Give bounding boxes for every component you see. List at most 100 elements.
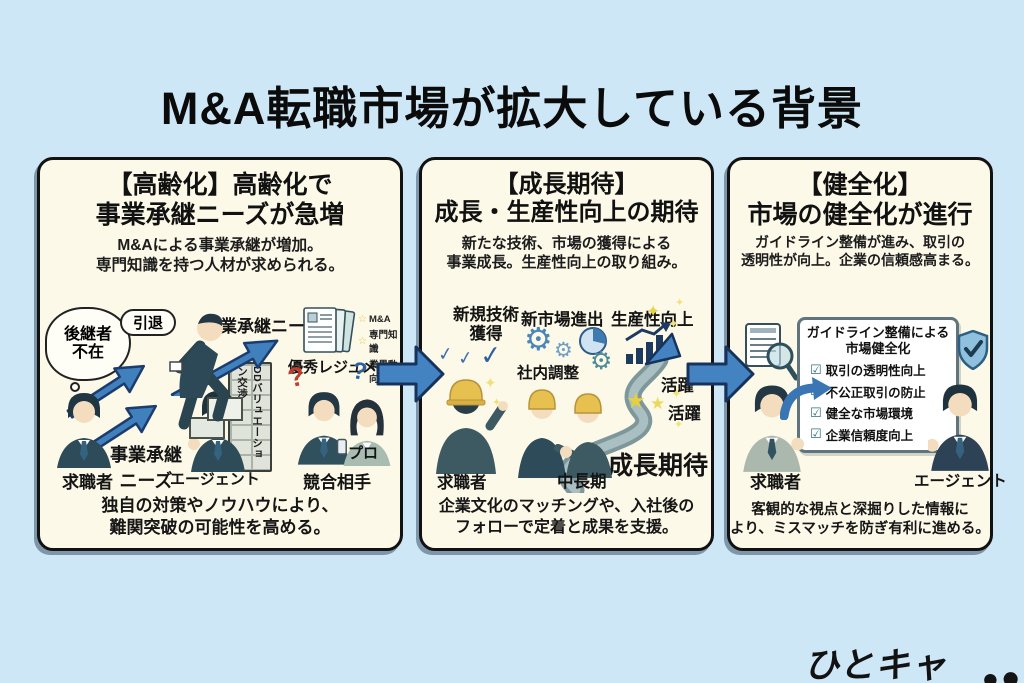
- needs-label-line: ニーズ: [119, 471, 173, 491]
- board-title-line: ガイドライン整備による: [806, 325, 950, 340]
- star-icon: ☆: [358, 314, 367, 325]
- resume-highlight-label: M&A: [368, 314, 391, 325]
- person-jobseeker: [743, 385, 804, 472]
- brand-logo-text: ひとキャリ: [802, 646, 954, 683]
- midterm-label: 中長期: [557, 473, 607, 491]
- guideline-check-item: ☑ 健全な市場環境: [810, 403, 956, 422]
- thought-bubble-dot: [70, 382, 80, 392]
- panel-subtitle-line: 事業成長。生産性向上の取り組み。: [446, 254, 687, 272]
- speech-bubble-label: 引退: [132, 315, 163, 332]
- panel-growth-footer: 企業文化のマッチングや、入社後の フォローで定着と成果を支援。: [422, 497, 711, 539]
- succession-needs-bottom-label: 事業承継 ニーズ: [110, 441, 182, 493]
- document-magnifier-icon: [745, 323, 798, 381]
- gear-icon: ⚙: [590, 347, 613, 375]
- excellent-resume-label: 優秀レジュメ: [288, 359, 377, 376]
- panel-aging-title: 【高齢化】高齢化で 事業承継ニーズが急増: [40, 171, 400, 230]
- agent-label: エージェント: [170, 471, 260, 488]
- climbing-person-illustration: [169, 313, 243, 439]
- panel-subtitle-line: 新たな技術、市場の獲得による: [461, 235, 672, 252]
- person-jobseeker: [57, 393, 111, 468]
- person-competitor-man: [297, 392, 351, 465]
- resume-highlight-item: ☆ M&A: [358, 314, 400, 325]
- pie-chart-icon: [579, 327, 607, 355]
- guideline-check-label: 企業信頼度向上: [825, 428, 914, 443]
- internal-adjustment-label: 社内調整: [517, 365, 580, 382]
- panel-footer-line: 独自の対策やノウハウにより、: [101, 495, 339, 515]
- panel-growth-title: 【成長期待】 成長・生産性向上の期待: [422, 171, 711, 228]
- panel-growth: 【成長期待】 成長・生産性向上の期待 新たな技術、市場の獲得による 事業成長。生…: [419, 157, 714, 551]
- panel-title-line: 成長・生産性向上の期待: [434, 199, 699, 227]
- resume-highlight-item: ☆ 専門知識: [358, 327, 400, 355]
- guideline-check-item: ☑ 企業信頼度向上: [810, 425, 956, 444]
- resume-highlight-label: 専門知識: [368, 330, 398, 355]
- panel-title-line: 市場の健全化が進行: [747, 200, 973, 229]
- panel-aging: 【高齢化】高齢化で 事業承継ニーズが急増 M&Aによる事業承継が増加。 専門知識…: [37, 157, 403, 551]
- panel-title-line: 【高齢化】高齢化で: [107, 171, 333, 199]
- agent-label: エージェント: [914, 473, 1007, 490]
- panel-soundness-footer: 客観的な視点と深掘りした情報に より、ミスマッチを防ぎ有利に進める。: [730, 501, 990, 539]
- panel-subtitle-line: ガイドライン整備が進み、取引の: [755, 234, 965, 250]
- thought-bubble-no-successor: 後継者 不在: [45, 307, 131, 381]
- board-title-line: 市場健全化: [845, 340, 911, 356]
- panel-title-line: 【成長期待】: [494, 171, 639, 198]
- person-agent: [928, 384, 989, 471]
- star-icon: ✦: [674, 419, 684, 431]
- panel-subtitle-line: 透明性が向上。企業の信頼感高まる。: [741, 251, 979, 268]
- page-title: M&A転職市場が拡大している背景: [160, 83, 864, 134]
- guideline-checklist: ☑ 取引の透明性向上 ☑ 不公正取引の防止 ☑ 健全な市場環境 ☑ 企業信頼度向…: [810, 360, 956, 444]
- guideline-check-item: ☑ 取引の透明性向上: [810, 360, 956, 379]
- succession-needs-top-label: 事業承継ニーズ: [203, 317, 322, 336]
- new-tech-line: 新規技術: [453, 306, 519, 324]
- guideline-check-label: 不公正取引の防止: [825, 385, 926, 400]
- person-competitor-woman: [343, 399, 391, 466]
- speech-bubble-retire: 引退: [120, 309, 176, 336]
- competitor-label: 競合相手: [303, 473, 371, 492]
- guideline-board: ガイドライン整備による 市場健全化 ☑ 取引の透明性向上 ☑ 不公正取引の防止 …: [797, 317, 959, 453]
- panel-aging-subtitle: M&Aによる事業承継が増加。 専門知識を持つ人材が求められる。: [40, 236, 400, 276]
- checkbox-checked-icon: ☑: [810, 361, 822, 377]
- star-icon: ☆: [358, 335, 367, 347]
- new-market-label: 新市場進出: [521, 311, 604, 329]
- pro-label: プロ: [348, 445, 379, 462]
- panel-footer-line: 難関突破の可能性を高める。: [109, 517, 331, 537]
- thought-bubble-line: 後継者: [63, 325, 112, 343]
- brand-logo: ひとキャリ: [802, 637, 1024, 683]
- guideline-check-label: 健全な市場環境: [825, 407, 914, 422]
- flow-arrow-1-icon: [376, 342, 446, 406]
- guideline-check-label: 取引の透明性向上: [825, 364, 926, 379]
- persons-workers-handshake: [518, 389, 612, 478]
- jobseeker-label: 求職者: [437, 474, 487, 492]
- wall-vertical-label: DDバリュエーション交渉: [236, 366, 263, 460]
- active-label: 活躍: [661, 377, 694, 395]
- star-icon: ✦: [646, 302, 661, 321]
- person-worker-jobseeker: [436, 379, 508, 474]
- star-icon: ☆: [358, 365, 367, 377]
- panel-subtitle-line: 専門知識を持つ人材が求められる。: [95, 256, 344, 274]
- panel-footer-line: より、ミスマッチを防ぎ有利に進める。: [730, 521, 990, 538]
- panel-aging-footer: 独自の対策やノウハウにより、 難関突破の可能性を高める。: [40, 495, 400, 539]
- panel-soundness: 【健全化】 市場の健全化が進行 ガイドライン整備が進み、取引の 透明性が向上。企…: [727, 157, 1007, 551]
- checkbox-checked-icon: ☑: [810, 404, 822, 420]
- star-icon: ✦: [668, 316, 679, 331]
- shield-check-icon: [957, 330, 989, 370]
- star-icon: ★: [626, 388, 646, 413]
- curved-arrow-icon: [780, 377, 832, 420]
- star-icon: ✦: [671, 386, 682, 401]
- check-icon: ✓: [456, 347, 475, 369]
- board-title: ガイドライン整備による 市場健全化: [800, 325, 956, 356]
- new-tech-label: 新規技術 獲得: [432, 306, 540, 344]
- panel-growth-subtitle: 新たな技術、市場の獲得による 事業成長。生産性向上の取り組み。: [422, 234, 711, 272]
- panel-title-line: 【健全化】: [797, 171, 923, 199]
- growth-expectation-label: 成長期待: [608, 452, 709, 480]
- jobseeker-label: 求職者: [62, 473, 113, 492]
- active-label: 活躍: [668, 405, 701, 423]
- star-icon: ✦: [675, 297, 685, 309]
- thought-bubble-line: 不在: [71, 344, 104, 361]
- new-tech-line: 獲得: [469, 324, 503, 343]
- panel-footer-line: 企業文化のマッチングや、入社後の: [438, 498, 695, 516]
- checkbox-checked-icon: ☑: [810, 426, 822, 442]
- resume-documents-icon: [303, 307, 356, 353]
- panel-soundness-subtitle: ガイドライン整備が進み、取引の 透明性が向上。企業の信頼感高まる。: [730, 234, 990, 270]
- flow-arrow-2-icon: [686, 342, 756, 406]
